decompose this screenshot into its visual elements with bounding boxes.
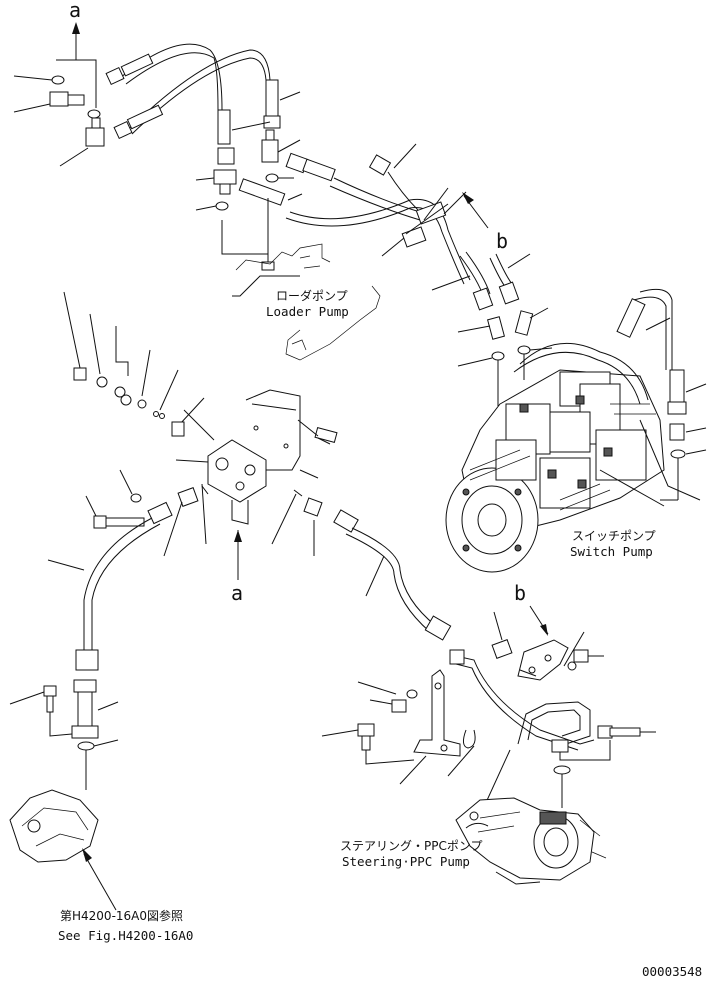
- arrow-icon: [462, 192, 474, 204]
- loader-pump-label-jp: ローダポンプ: [276, 288, 348, 303]
- lower-hose: [333, 509, 452, 641]
- tee-fitting-icon: [85, 127, 105, 147]
- o-ring-icon: [87, 109, 101, 119]
- loader-pump-outline: ローダポンプ Loader Pump: [235, 243, 381, 361]
- marker-b-lower-text: b: [514, 581, 526, 605]
- hose-fitting-icon: [265, 79, 279, 117]
- steering-pump-label-jp: ステアリング・PPCポンプ: [340, 839, 483, 853]
- arrow-up-icon: [72, 22, 80, 34]
- steering-ppc-pump: ステアリング・PPCポンプ Steering·PPC Pump: [340, 797, 607, 885]
- see-fig-label-jp: 第H4200-16A0図参照: [60, 908, 183, 923]
- marker-b-lower: b: [514, 581, 549, 636]
- marker-a-bottom-text: a: [231, 581, 243, 605]
- valve-block: [175, 389, 338, 525]
- marker-b-upper: b: [462, 192, 508, 253]
- valve-fasteners: [85, 469, 323, 557]
- arrow-icon: [82, 848, 92, 862]
- valve-small-parts: [63, 291, 205, 437]
- hose-loader-to-switch: [285, 143, 471, 285]
- elbow-fitting-icon: [49, 91, 69, 107]
- arrow-up-icon: [234, 530, 242, 542]
- marker-a-top-text: a: [69, 0, 81, 22]
- steering-tube-assembly: [321, 611, 656, 821]
- steering-pump-label-en: Steering·PPC Pump: [342, 854, 470, 869]
- upper-left-fittings: [13, 75, 105, 167]
- center-upper-fittings: [195, 129, 303, 297]
- loader-pump-label-en: Loader Pump: [266, 304, 349, 319]
- upper-hoses: [105, 43, 301, 145]
- o-ring-icon: [51, 75, 65, 85]
- marker-b-upper-text: b: [496, 229, 508, 253]
- hose-fitting-icon: [217, 109, 231, 145]
- marker-a-top: a: [56, 0, 97, 108]
- see-fig-label-en: See Fig.H4200-16A0: [58, 928, 193, 943]
- marker-a-bottom: a: [231, 530, 243, 605]
- left-hose: [9, 501, 173, 790]
- arrow-icon: [540, 624, 548, 636]
- switch-pump-label-en: Switch Pump: [570, 544, 653, 559]
- steering-valve-ref: 第H4200-16A0図参照 See Fig.H4200-16A0: [9, 789, 193, 943]
- switch-pump-label-jp: スイッチポンプ: [572, 529, 656, 543]
- hose-clamp-icon: [368, 154, 392, 176]
- drawing-number: 00003548: [642, 964, 702, 979]
- switch-pump-hoses: [431, 251, 553, 406]
- switch-pump-assembly: スイッチポンプ Switch Pump: [445, 288, 707, 573]
